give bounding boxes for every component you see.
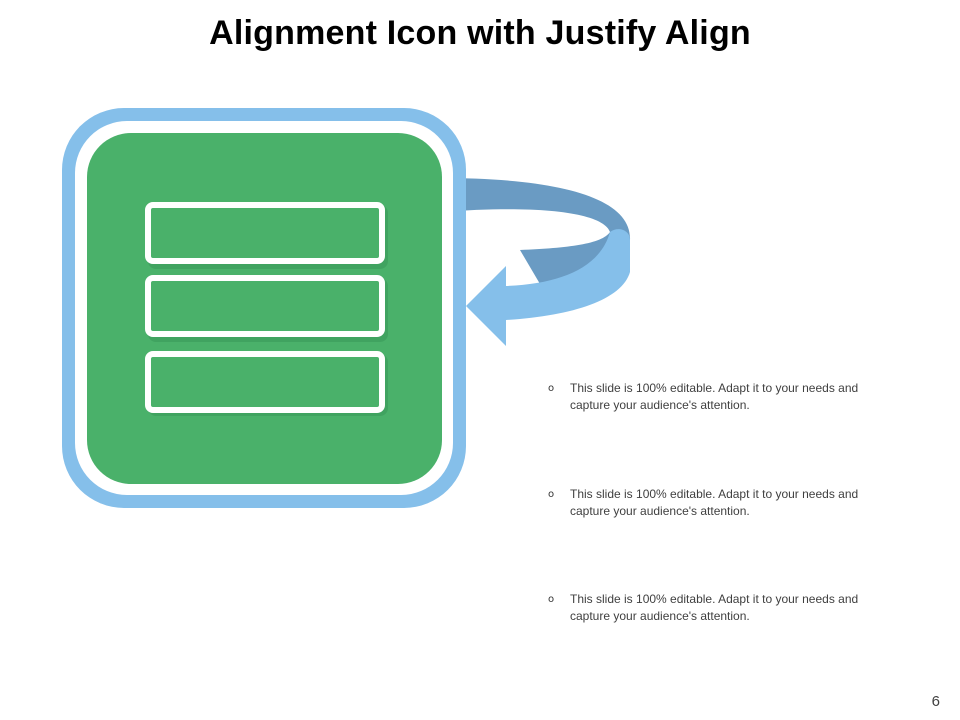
justify-bars xyxy=(145,202,388,416)
curved-arrow-icon xyxy=(440,178,631,346)
arrow-ribbon-top xyxy=(440,178,631,284)
bullet-marker: o xyxy=(548,489,555,500)
arrow-ribbon-front xyxy=(506,229,630,320)
arrow-head xyxy=(466,266,506,346)
bullet-text: This slide is 100% editable. Adapt it to… xyxy=(570,381,859,412)
bullet-text: This slide is 100% editable. Adapt it to… xyxy=(570,487,859,518)
slide-title: Alignment Icon with Justify Align xyxy=(209,14,751,52)
bullet-marker: o xyxy=(548,383,555,394)
justify-bar-middle xyxy=(145,275,385,337)
bullet-marker: o xyxy=(548,594,555,605)
bullet-item: o This slide is 100% editable. Adapt it … xyxy=(548,486,898,520)
page-number: 6 xyxy=(931,693,940,710)
bullet-item: o This slide is 100% editable. Adapt it … xyxy=(548,380,898,414)
bullet-text: This slide is 100% editable. Adapt it to… xyxy=(570,592,859,623)
justify-bar-top xyxy=(145,202,385,264)
justify-align-icon xyxy=(62,108,466,508)
justify-bar-bottom xyxy=(145,351,385,413)
bullet-item: o This slide is 100% editable. Adapt it … xyxy=(548,591,898,625)
